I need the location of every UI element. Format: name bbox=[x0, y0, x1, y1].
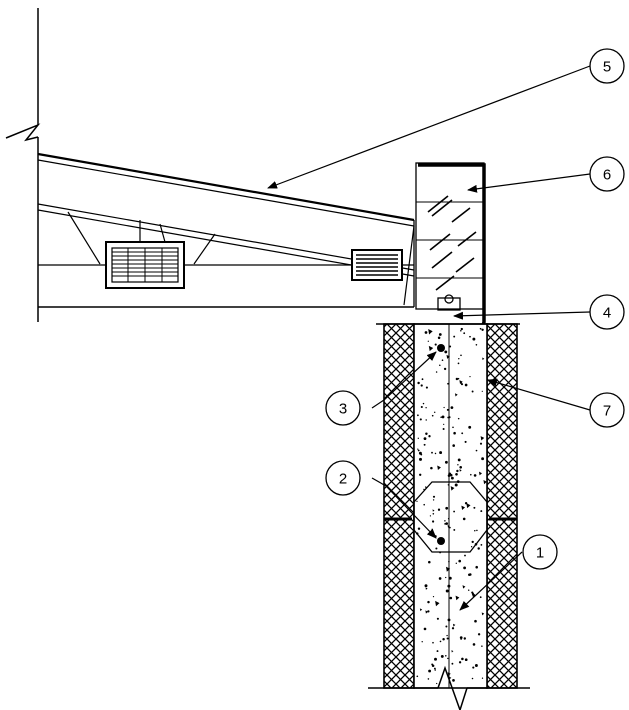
callout-5: 5 bbox=[589, 48, 625, 84]
callout-7-label: 7 bbox=[603, 403, 611, 420]
leader-lines bbox=[267, 65, 591, 611]
callout-4: 4 bbox=[589, 294, 625, 330]
callout-3-label: 3 bbox=[339, 401, 347, 418]
callout-1-label: 1 bbox=[536, 545, 544, 562]
callout-5-label: 5 bbox=[603, 59, 611, 76]
callout-2-label: 2 bbox=[339, 471, 347, 488]
callout-7: 7 bbox=[589, 392, 625, 428]
callout-4-label: 4 bbox=[603, 305, 611, 322]
callout-3: 3 bbox=[325, 390, 361, 426]
wall-section bbox=[376, 323, 520, 689]
roof-structure bbox=[37, 152, 415, 308]
callout-1: 1 bbox=[522, 534, 558, 570]
vent-grille-small bbox=[351, 249, 403, 281]
bottom-break bbox=[368, 665, 530, 710]
callout-6: 6 bbox=[589, 156, 625, 192]
callout-6-label: 6 bbox=[603, 167, 611, 184]
existing-wall bbox=[5, 8, 41, 322]
vent-grille-large bbox=[105, 241, 185, 289]
callout-2: 2 bbox=[325, 460, 361, 496]
